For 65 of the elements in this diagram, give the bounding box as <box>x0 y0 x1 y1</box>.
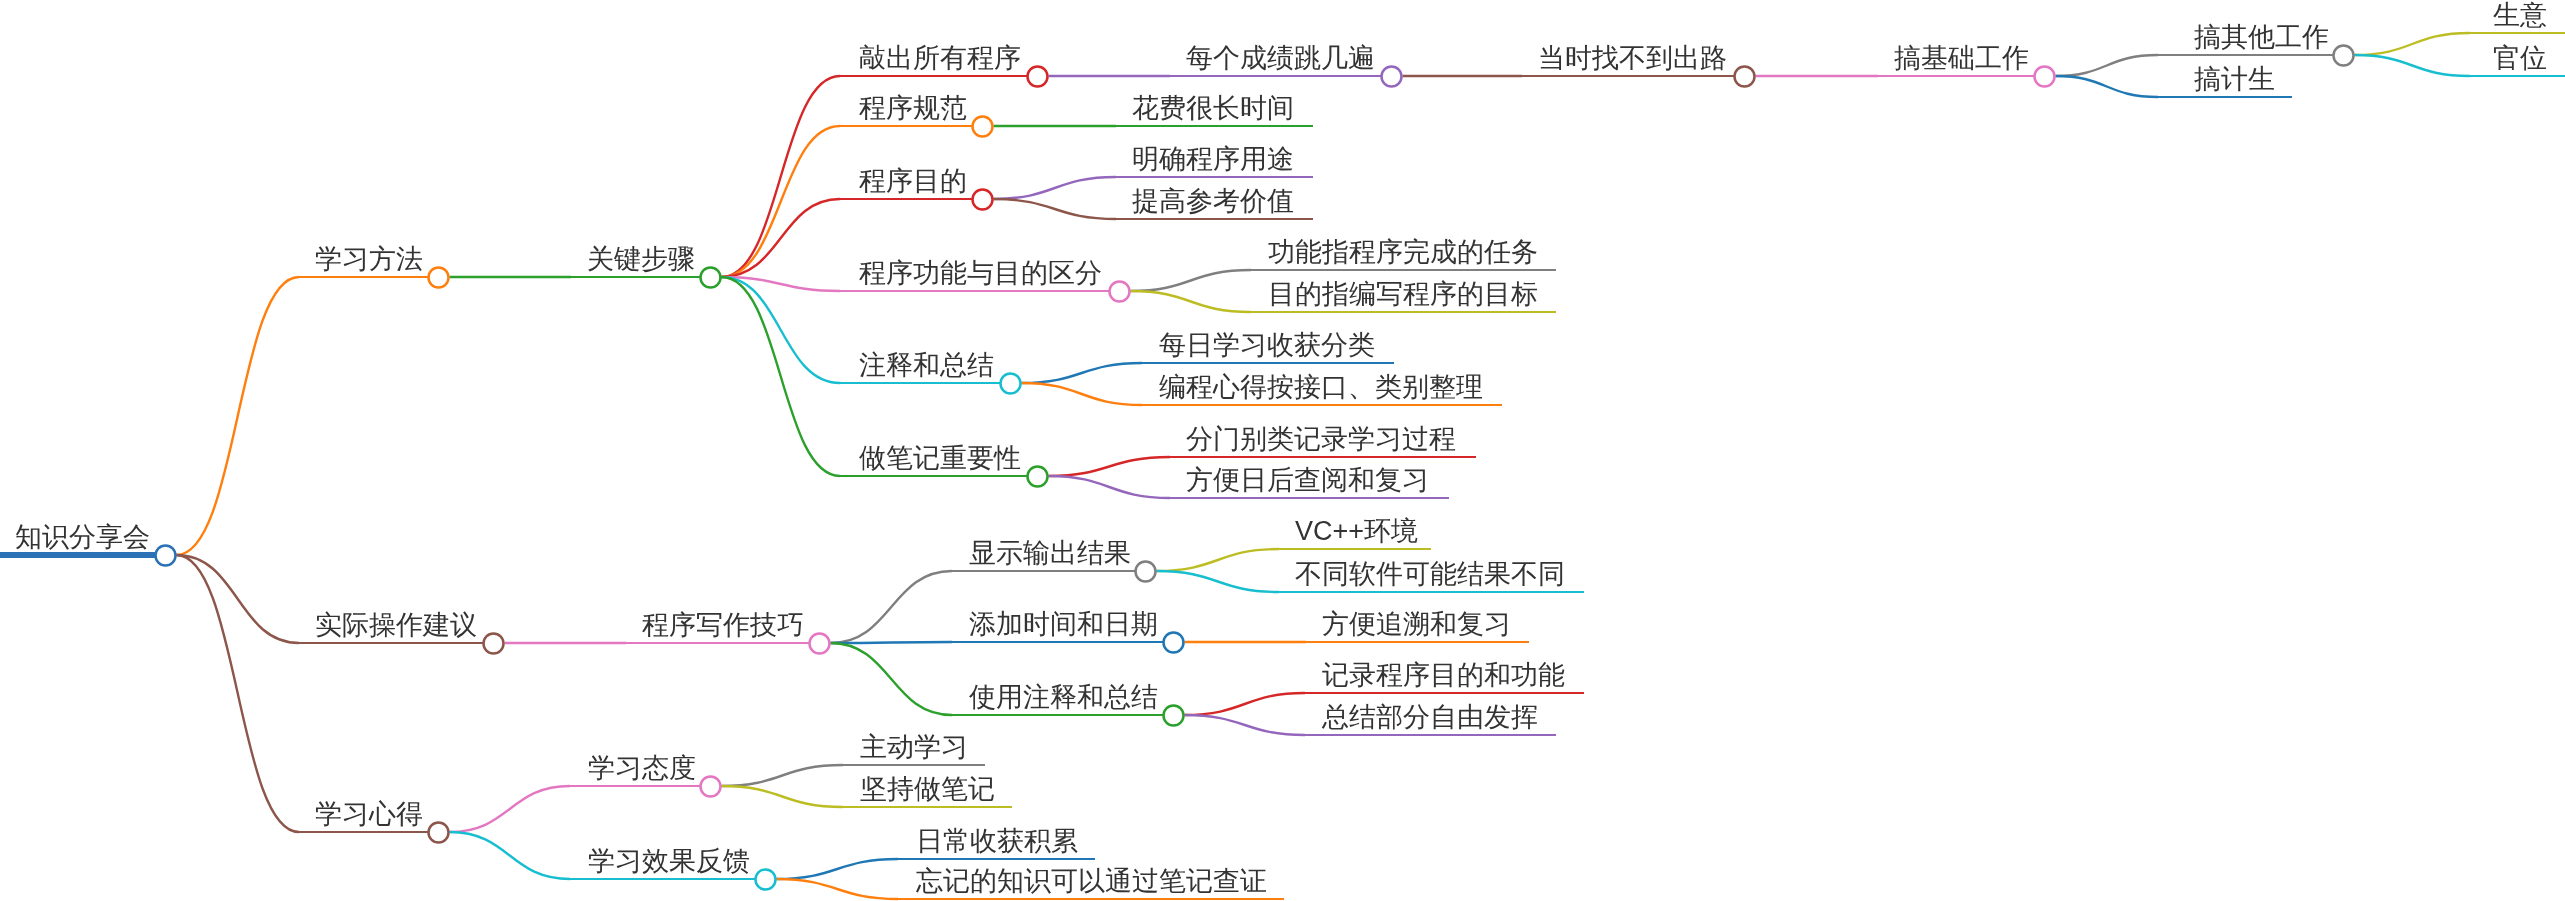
topic-label: 知识分享会 <box>15 523 150 552</box>
branch-connector <box>2354 53 2471 78</box>
topic-label: 添加时间和日期 <box>969 610 1158 639</box>
branch-connector <box>1021 381 1143 407</box>
topic-label: 学习态度 <box>588 754 696 783</box>
topic-label: 搞计生 <box>2194 65 2275 94</box>
topic-label: 搞其他工作 <box>2194 23 2329 52</box>
topic-label: 使用注释和总结 <box>969 683 1158 712</box>
topic-label: 显示输出结果 <box>969 539 1131 568</box>
topic-label: 日常收获积累 <box>916 827 1078 856</box>
branch-connector <box>449 830 571 881</box>
topic-label: 方便日后查阅和复习 <box>1186 466 1429 495</box>
topic-label: 总结部分自由发挥 <box>1322 703 1538 732</box>
topic-label: 每日学习收获分类 <box>1159 331 1375 360</box>
branch-connector <box>1402 74 1522 78</box>
topic-label: 分门别类记录学习过程 <box>1186 425 1456 454</box>
branch-connector <box>721 784 844 809</box>
topic-label: 主动学习 <box>860 733 968 762</box>
branch-connector <box>176 553 300 834</box>
topic-label: 功能指程序完成的任务 <box>1268 238 1538 267</box>
topic-label: 提高参考价值 <box>1132 187 1294 216</box>
branch-connector <box>504 641 626 645</box>
branch-connector <box>993 197 1117 221</box>
mindmap-topic <box>2470 0 2565 35</box>
branch-connector <box>1048 74 1170 78</box>
branch-connector <box>1755 74 1878 78</box>
topic-label: 敲出所有程序 <box>859 44 1021 73</box>
topic-label: 当时找不到出路 <box>1538 44 1727 73</box>
branch-connector <box>1130 289 1252 314</box>
topic-label: 方便追溯和复习 <box>1322 610 1511 639</box>
topic-label: 程序规范 <box>859 94 967 123</box>
topic-label: 不同软件可能结果不同 <box>1295 560 1565 589</box>
topic-label: 编程心得按接口、类别整理 <box>1159 373 1483 402</box>
branch-connector <box>449 275 571 279</box>
topic-label: 程序目的 <box>859 167 967 196</box>
topic-label: 学习心得 <box>315 800 423 829</box>
branch-connector <box>1184 713 1306 737</box>
branch-connector <box>830 641 953 717</box>
topic-label: 搞基础工作 <box>1894 44 2029 73</box>
topic-label: 实际操作建议 <box>315 611 477 640</box>
branch-connector <box>176 275 300 557</box>
topic-label: 程序写作技巧 <box>642 611 804 640</box>
topic-label: 做笔记重要性 <box>859 444 1021 473</box>
topic-label: 明确程序用途 <box>1132 145 1294 174</box>
topic-label: 忘记的知识可以通过笔记查证 <box>916 867 1267 896</box>
topic-label: 关键步骤 <box>587 245 695 274</box>
branch-connector <box>776 877 899 901</box>
topic-label: 注释和总结 <box>859 351 994 380</box>
topic-label: 官位 <box>2493 44 2547 73</box>
branch-connector <box>2055 74 2159 99</box>
topic-label: 生意 <box>2493 1 2547 30</box>
topic-label: 每个成绩跳几遍 <box>1186 44 1375 73</box>
branch-connector <box>1184 640 1306 644</box>
topic-label: 花费很长时间 <box>1132 94 1294 123</box>
topic-label: VC++环境 <box>1295 517 1419 546</box>
branch-connector <box>993 124 1116 128</box>
topic-label: 学习方法 <box>315 245 423 274</box>
branch-connector <box>721 275 841 478</box>
topic-label: 目的指编写程序的目标 <box>1268 280 1538 309</box>
branch-connector <box>1156 569 1280 594</box>
topic-label: 学习效果反馈 <box>588 847 750 876</box>
topic-label: 坚持做笔记 <box>860 775 995 804</box>
topic-label: 记录程序目的和功能 <box>1322 661 1565 690</box>
topic-label: 程序功能与目的区分 <box>859 259 1102 288</box>
branch-connector <box>1048 474 1171 500</box>
